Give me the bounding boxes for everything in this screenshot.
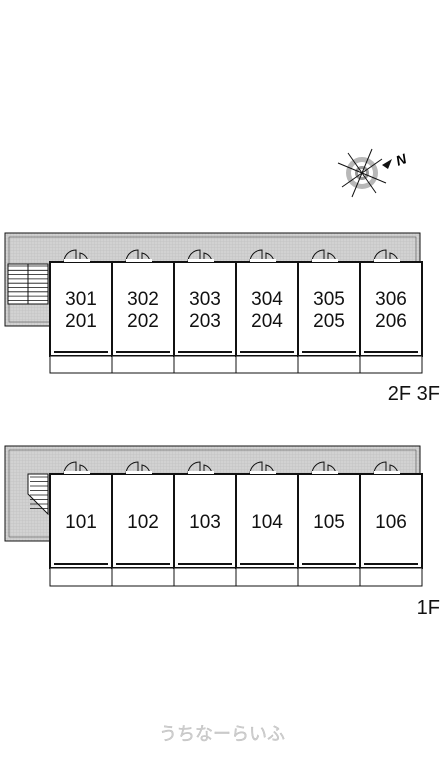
compass-north-label: N [394, 150, 410, 169]
room-102: 102 [111, 461, 175, 587]
door-icon [373, 249, 400, 263]
room-104: 104 [235, 461, 299, 587]
door-icon [373, 461, 400, 475]
room-101: 101 [49, 461, 113, 587]
watermark: うちなーらいふ [159, 724, 285, 744]
floor-label: 1F [417, 597, 440, 619]
room-number: 102 [127, 512, 159, 533]
room-number: 303 [189, 289, 221, 310]
room-number: 103 [189, 512, 221, 533]
room-number: 105 [313, 512, 345, 533]
room-103: 103 [173, 461, 237, 587]
room-105: 105 [297, 461, 361, 587]
compass-rose-icon [337, 148, 392, 198]
door-icon [311, 461, 338, 475]
room-number: 106 [375, 512, 407, 533]
stairs-icon [7, 263, 49, 305]
door-icon [249, 249, 276, 263]
room-number: 101 [65, 512, 97, 533]
door-icon [63, 461, 90, 475]
room-number: 204 [251, 311, 283, 332]
room-number: 302 [127, 289, 159, 310]
floor-ground: 101 102 103 104 105 106 1F [4, 445, 440, 619]
stairs-icon [27, 473, 49, 516]
door-icon [187, 249, 214, 263]
floor-label: 2F 3F [388, 383, 440, 405]
room-number: 104 [251, 512, 283, 533]
room-106: 106 [359, 461, 423, 587]
door-icon [311, 249, 338, 263]
room-number: 201 [65, 311, 97, 332]
door-icon [125, 249, 152, 263]
room-number: 301 [65, 289, 97, 310]
room-number: 305 [313, 289, 345, 310]
room-number: 304 [251, 289, 283, 310]
door-icon [187, 461, 214, 475]
room-number: 306 [375, 289, 407, 310]
room-number: 205 [313, 311, 345, 332]
room-number: 202 [127, 311, 159, 332]
door-icon [125, 461, 152, 475]
room-number: 206 [375, 311, 407, 332]
door-icon [249, 461, 276, 475]
door-icon [63, 249, 90, 263]
room-number: 203 [189, 311, 221, 332]
